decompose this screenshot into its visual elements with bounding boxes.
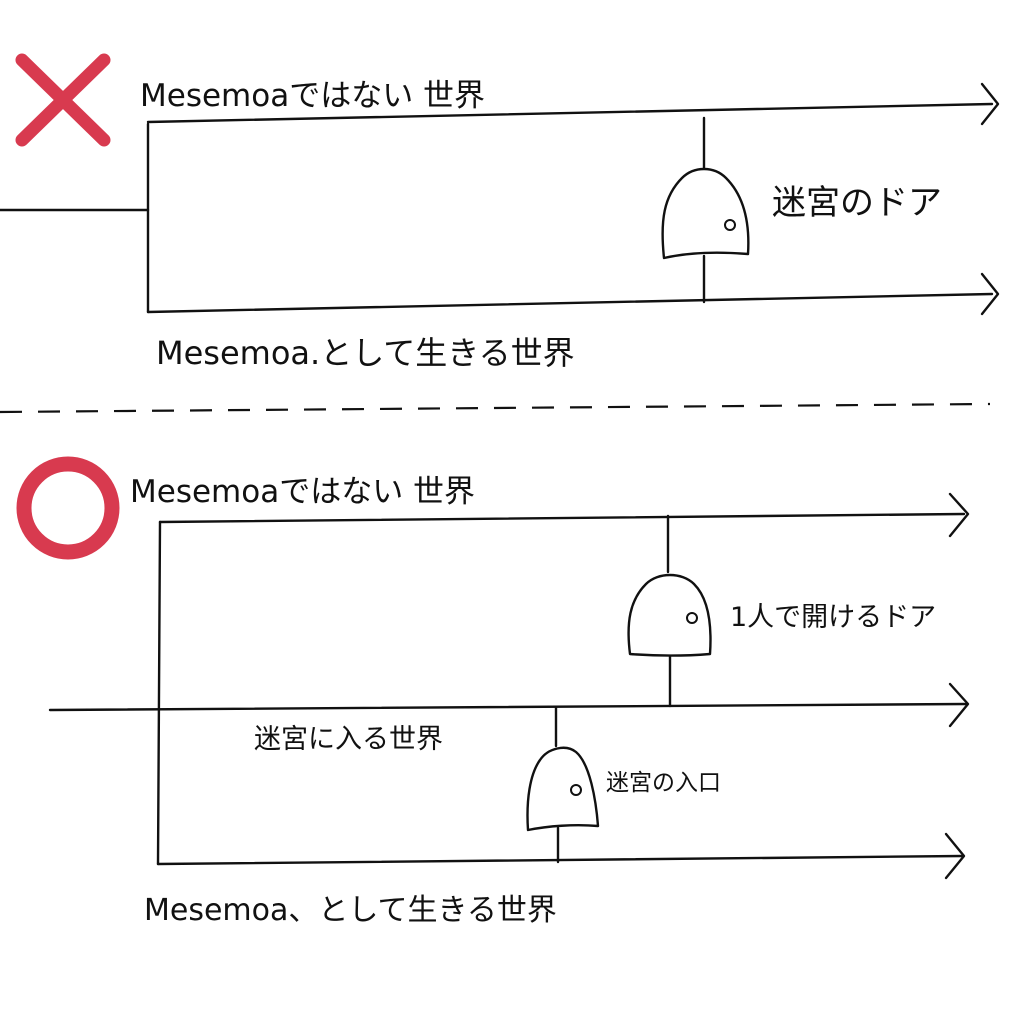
wrong-door-icon (661, 167, 750, 260)
right-lower-door-label: 迷宮の入口 (606, 770, 721, 796)
wrong-bottom-world-label: Mesemoa.として生きる世界 (156, 334, 575, 372)
wrong-door-label: 迷宮のドア (772, 183, 942, 223)
panel-divider (0, 402, 991, 414)
right-top-arrowhead-icon (948, 492, 970, 538)
right-upper-door-label: 1人で開けるドア (730, 602, 936, 633)
wrong-bottom-arrowhead-icon (980, 272, 1000, 316)
right-lower-door-icon (526, 746, 600, 832)
wrong-panel: Mesemoaではない 世界 迷宮のドア Mesemoa.として生きる世界 (0, 53, 1000, 372)
circle-mark-icon (16, 456, 120, 560)
right-middle-world-label: 迷宮に入る世界 (254, 724, 443, 755)
right-bottom-world-label: Mesemoa、として生きる世界 (144, 893, 557, 928)
cross-mark-icon (15, 53, 111, 147)
wrong-bottom-world-line (146, 292, 994, 314)
right-middle-arrowhead-icon (948, 682, 970, 728)
right-upper-door-icon (627, 573, 712, 657)
right-panel: Mesemoaではない 世界 1人で開けるドア 迷宮に入る世界 迷宮の入口 Me… (16, 456, 970, 928)
right-top-world-label: Mesemoaではない 世界 (130, 474, 475, 510)
wrong-top-world-label: Mesemoaではない 世界 (140, 78, 485, 114)
right-bottom-world-line (156, 854, 964, 866)
right-branch-line (156, 520, 162, 866)
wrong-top-arrowhead-icon (980, 82, 1000, 126)
right-bottom-arrowhead-icon (944, 832, 966, 880)
wrong-top-world-line (146, 102, 994, 124)
right-top-world-line (158, 512, 966, 524)
right-middle-world-line (48, 702, 968, 712)
